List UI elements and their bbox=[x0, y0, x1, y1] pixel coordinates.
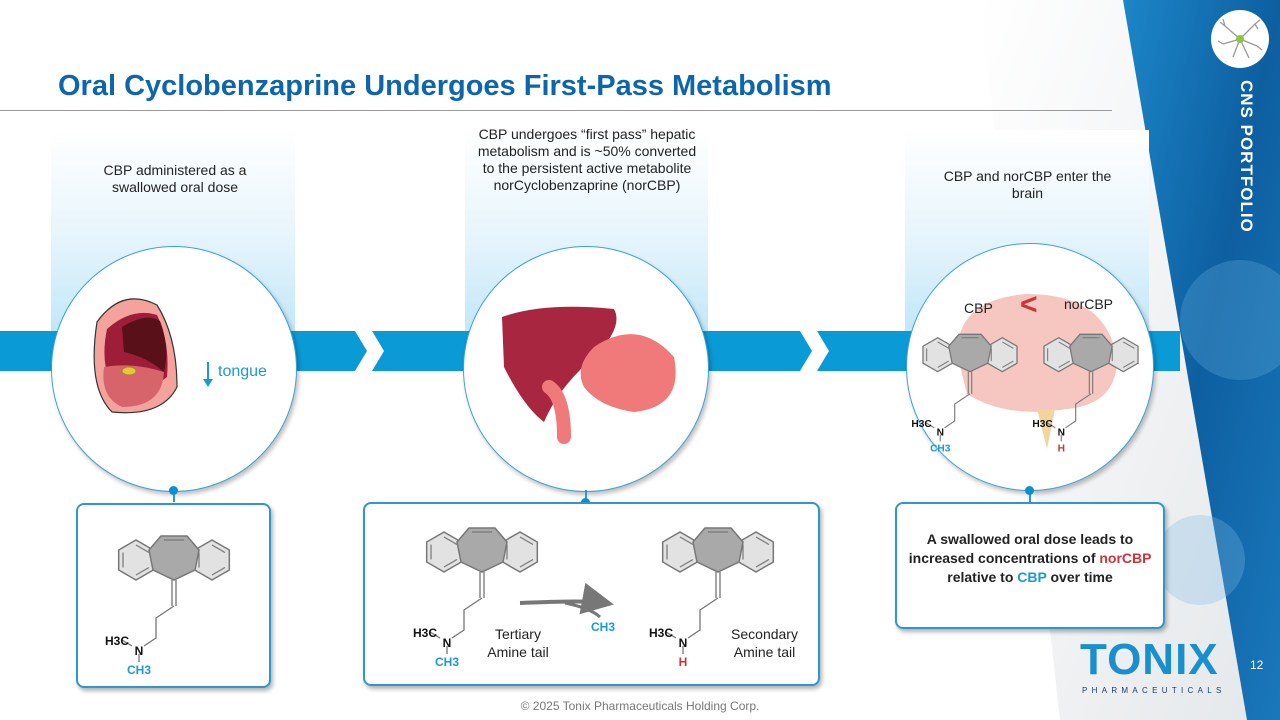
page-title: Oral Cyclobenzaprine Undergoes First-Pas… bbox=[58, 70, 832, 102]
liver-stomach-illustration bbox=[502, 306, 676, 444]
open-mouth-illustration bbox=[93, 298, 178, 414]
connector bbox=[1029, 490, 1031, 502]
tongue-label: tongue bbox=[218, 363, 267, 380]
down-arrow-icon bbox=[203, 362, 213, 387]
connector bbox=[585, 490, 587, 502]
liver-circle bbox=[463, 246, 709, 492]
cbp-highlight: CBP bbox=[1017, 569, 1047, 585]
cbp-label: CBP bbox=[964, 300, 993, 316]
neuron-logo-icon bbox=[1211, 10, 1269, 68]
cbp-structure-box bbox=[76, 503, 271, 688]
less-than-symbol: < bbox=[1020, 288, 1038, 321]
step-1-caption: CBP administered as a swallowed oral dos… bbox=[103, 162, 247, 195]
title-divider bbox=[0, 110, 1112, 111]
tonix-logo-subtitle: PHARMACEUTICALS bbox=[1082, 686, 1226, 695]
copyright-footer: © 2025 Tonix Pharmaceuticals Holding Cor… bbox=[520, 699, 760, 713]
connector bbox=[173, 490, 175, 502]
brain-illustration bbox=[957, 294, 1117, 449]
norcbp-highlight: norCBP bbox=[1099, 550, 1152, 566]
secondary-amine-label: Secondary Amine tail bbox=[731, 626, 798, 660]
connector-dot bbox=[1025, 486, 1034, 495]
brain-circle bbox=[906, 243, 1154, 491]
tertiary-amine-label: Tertiary Amine tail bbox=[487, 626, 549, 660]
connector-dot bbox=[169, 486, 178, 495]
leaving-methyl-label: CH3 bbox=[591, 620, 616, 634]
norcbp-label: norCBP bbox=[1064, 296, 1114, 312]
step-2-caption: CBP undergoes “first pass” hepatic metab… bbox=[477, 126, 697, 193]
step-3-caption: CBP and norCBP enter the brain bbox=[943, 168, 1112, 201]
summary-text: A swallowed oral dose leads to increased… bbox=[908, 531, 1152, 585]
summary-box: A swallowed oral dose leads to increased… bbox=[895, 502, 1165, 629]
page-number: 12 bbox=[1250, 658, 1264, 672]
section-label: CNS PORTFOLIO bbox=[1237, 80, 1256, 233]
mouth-circle bbox=[51, 246, 297, 492]
tonix-logo: TONIX bbox=[1080, 635, 1219, 684]
